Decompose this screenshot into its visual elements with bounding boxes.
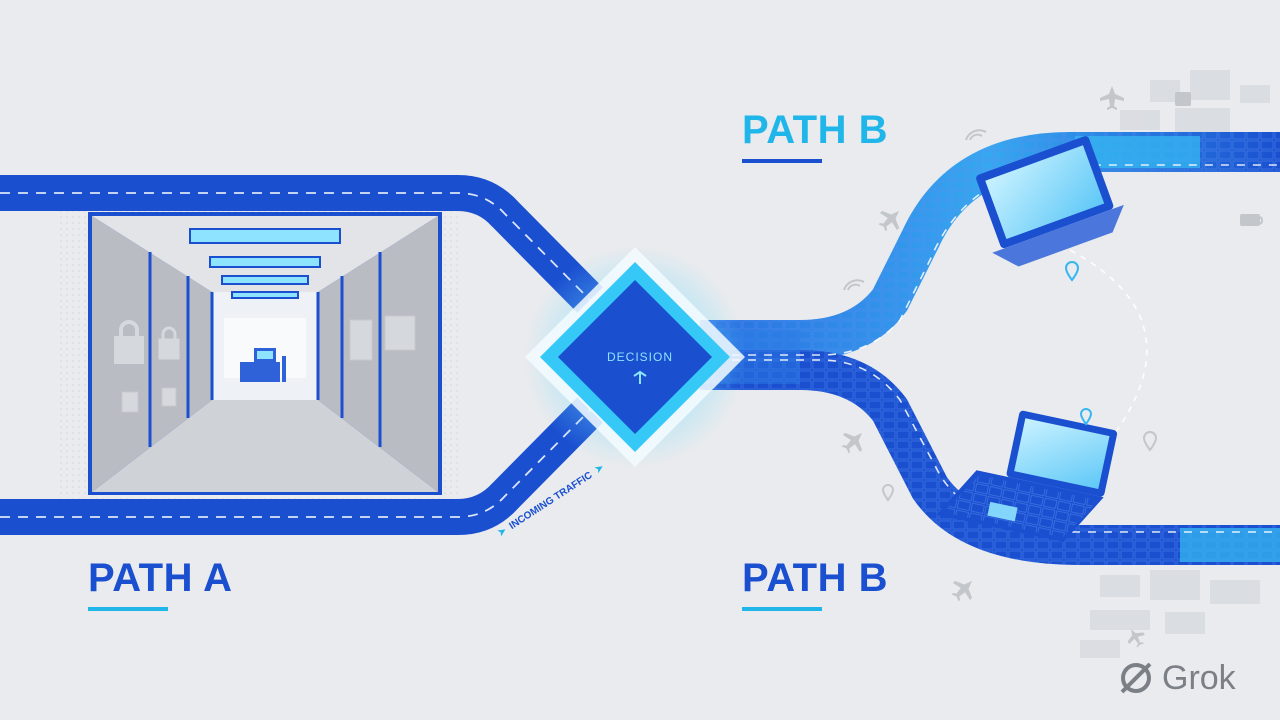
airplane-icon <box>1127 629 1145 648</box>
desk-icon <box>240 348 286 382</box>
path-b-bottom-text: PATH B <box>742 556 888 600</box>
location-pin-icon <box>1142 431 1158 452</box>
decision-node: DECISION <box>525 247 745 467</box>
laptop-icon <box>976 136 1124 267</box>
branch-arrow-icon <box>633 370 647 384</box>
watermark-text: Grok <box>1162 658 1236 697</box>
wifi-icon <box>843 279 865 291</box>
grok-watermark: Grok <box>1116 656 1236 700</box>
decision-label: DECISION <box>607 350 673 364</box>
wifi-icon <box>965 129 987 141</box>
path-a-road <box>0 175 603 535</box>
path-b-bottom-underline <box>742 607 822 611</box>
path-b-top-label: PATH B <box>742 108 888 163</box>
path-a-underline <box>88 607 168 611</box>
arrow-right-icon: ➤ <box>592 461 606 476</box>
lock-icon <box>158 326 180 360</box>
path-b-top-underline <box>742 159 822 163</box>
grok-logo-icon <box>1120 662 1152 694</box>
arrow-right-icon: ➤ <box>495 524 509 539</box>
background-blocks <box>1080 70 1270 658</box>
path-a-text: PATH A <box>88 556 233 600</box>
location-pin-icon <box>1079 408 1093 426</box>
airplane-icon <box>951 580 973 602</box>
path-a-label: PATH A <box>88 556 232 611</box>
path-b-bottom-label: PATH B <box>742 556 888 611</box>
laptop-icon <box>936 410 1118 542</box>
path-b-top-text: PATH B <box>742 108 888 152</box>
coffee-icon <box>1175 92 1264 226</box>
airplane-icon <box>841 432 863 454</box>
location-pin-icon <box>1064 261 1080 282</box>
airplane-icon <box>878 210 900 232</box>
airplane-icon <box>1100 86 1124 110</box>
lock-icon <box>114 320 144 364</box>
location-pin-icon <box>881 484 895 502</box>
corridor-illustration <box>88 212 442 495</box>
